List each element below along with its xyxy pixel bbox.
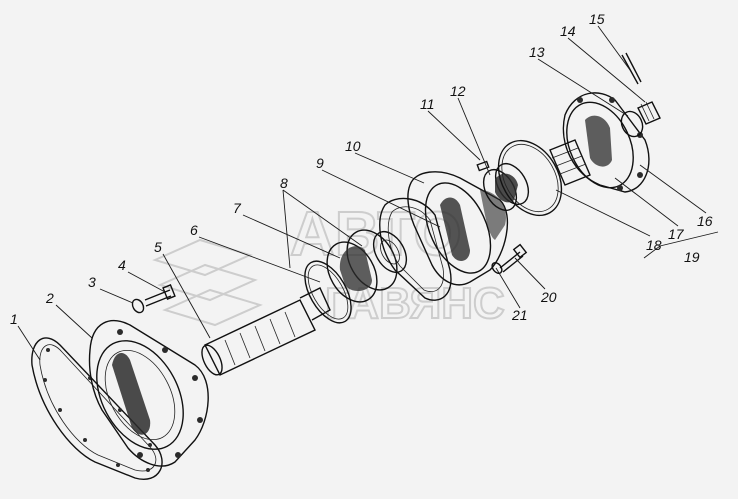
part-2-housing-cover (88, 320, 209, 467)
callout-7: 7 (233, 200, 242, 216)
callout-21: 21 (511, 307, 528, 323)
part-3-washer (131, 298, 145, 314)
callout-3: 3 (88, 274, 96, 290)
leader-lines (17, 25, 719, 361)
callout-14: 14 (560, 23, 576, 39)
part-5-splined-shaft (201, 287, 331, 376)
callout-16: 16 (697, 213, 713, 229)
callout-13: 13 (529, 44, 545, 60)
callout-4: 4 (118, 257, 126, 273)
part-11-pin (476, 160, 490, 172)
part-21-washer (491, 261, 503, 275)
part-16-17-hub-assembly (549, 92, 650, 193)
callout-11: 11 (420, 96, 435, 112)
callout-5: 5 (154, 239, 162, 255)
part-20-bolt (499, 243, 528, 273)
callout-6: 6 (190, 222, 198, 238)
callout-10: 10 (345, 138, 361, 154)
callout-1: 1 (10, 311, 18, 327)
callout-15: 15 (589, 11, 605, 27)
part-8-sealing-gasket (379, 197, 452, 301)
part-15-cotter-pin (621, 52, 642, 85)
part-6-retaining-ring (304, 260, 352, 324)
part-13-thrust-washer (620, 110, 644, 138)
callout-labels: 1 2 3 4 5 6 7 8 9 10 11 12 13 14 15 16 1… (10, 11, 713, 327)
part-18-snap-ring (497, 139, 563, 217)
watermark-line1: АВТО (290, 200, 462, 269)
callout-12: 12 (450, 83, 466, 99)
watermark-emblem (152, 238, 263, 327)
part-9-spacer-ring (372, 231, 408, 273)
callout-9: 9 (316, 155, 324, 171)
part-1-gasket (31, 337, 163, 480)
part-4-bolt (144, 284, 176, 307)
callout-2: 2 (45, 290, 54, 306)
callout-17: 17 (668, 226, 685, 242)
callout-20: 20 (540, 289, 557, 305)
callout-8: 8 (280, 175, 288, 191)
part-14-castle-nut (637, 101, 661, 125)
callout-19: 19 (684, 249, 700, 265)
callout-18: 18 (646, 237, 662, 253)
part-10-carrier-housing (407, 171, 508, 286)
